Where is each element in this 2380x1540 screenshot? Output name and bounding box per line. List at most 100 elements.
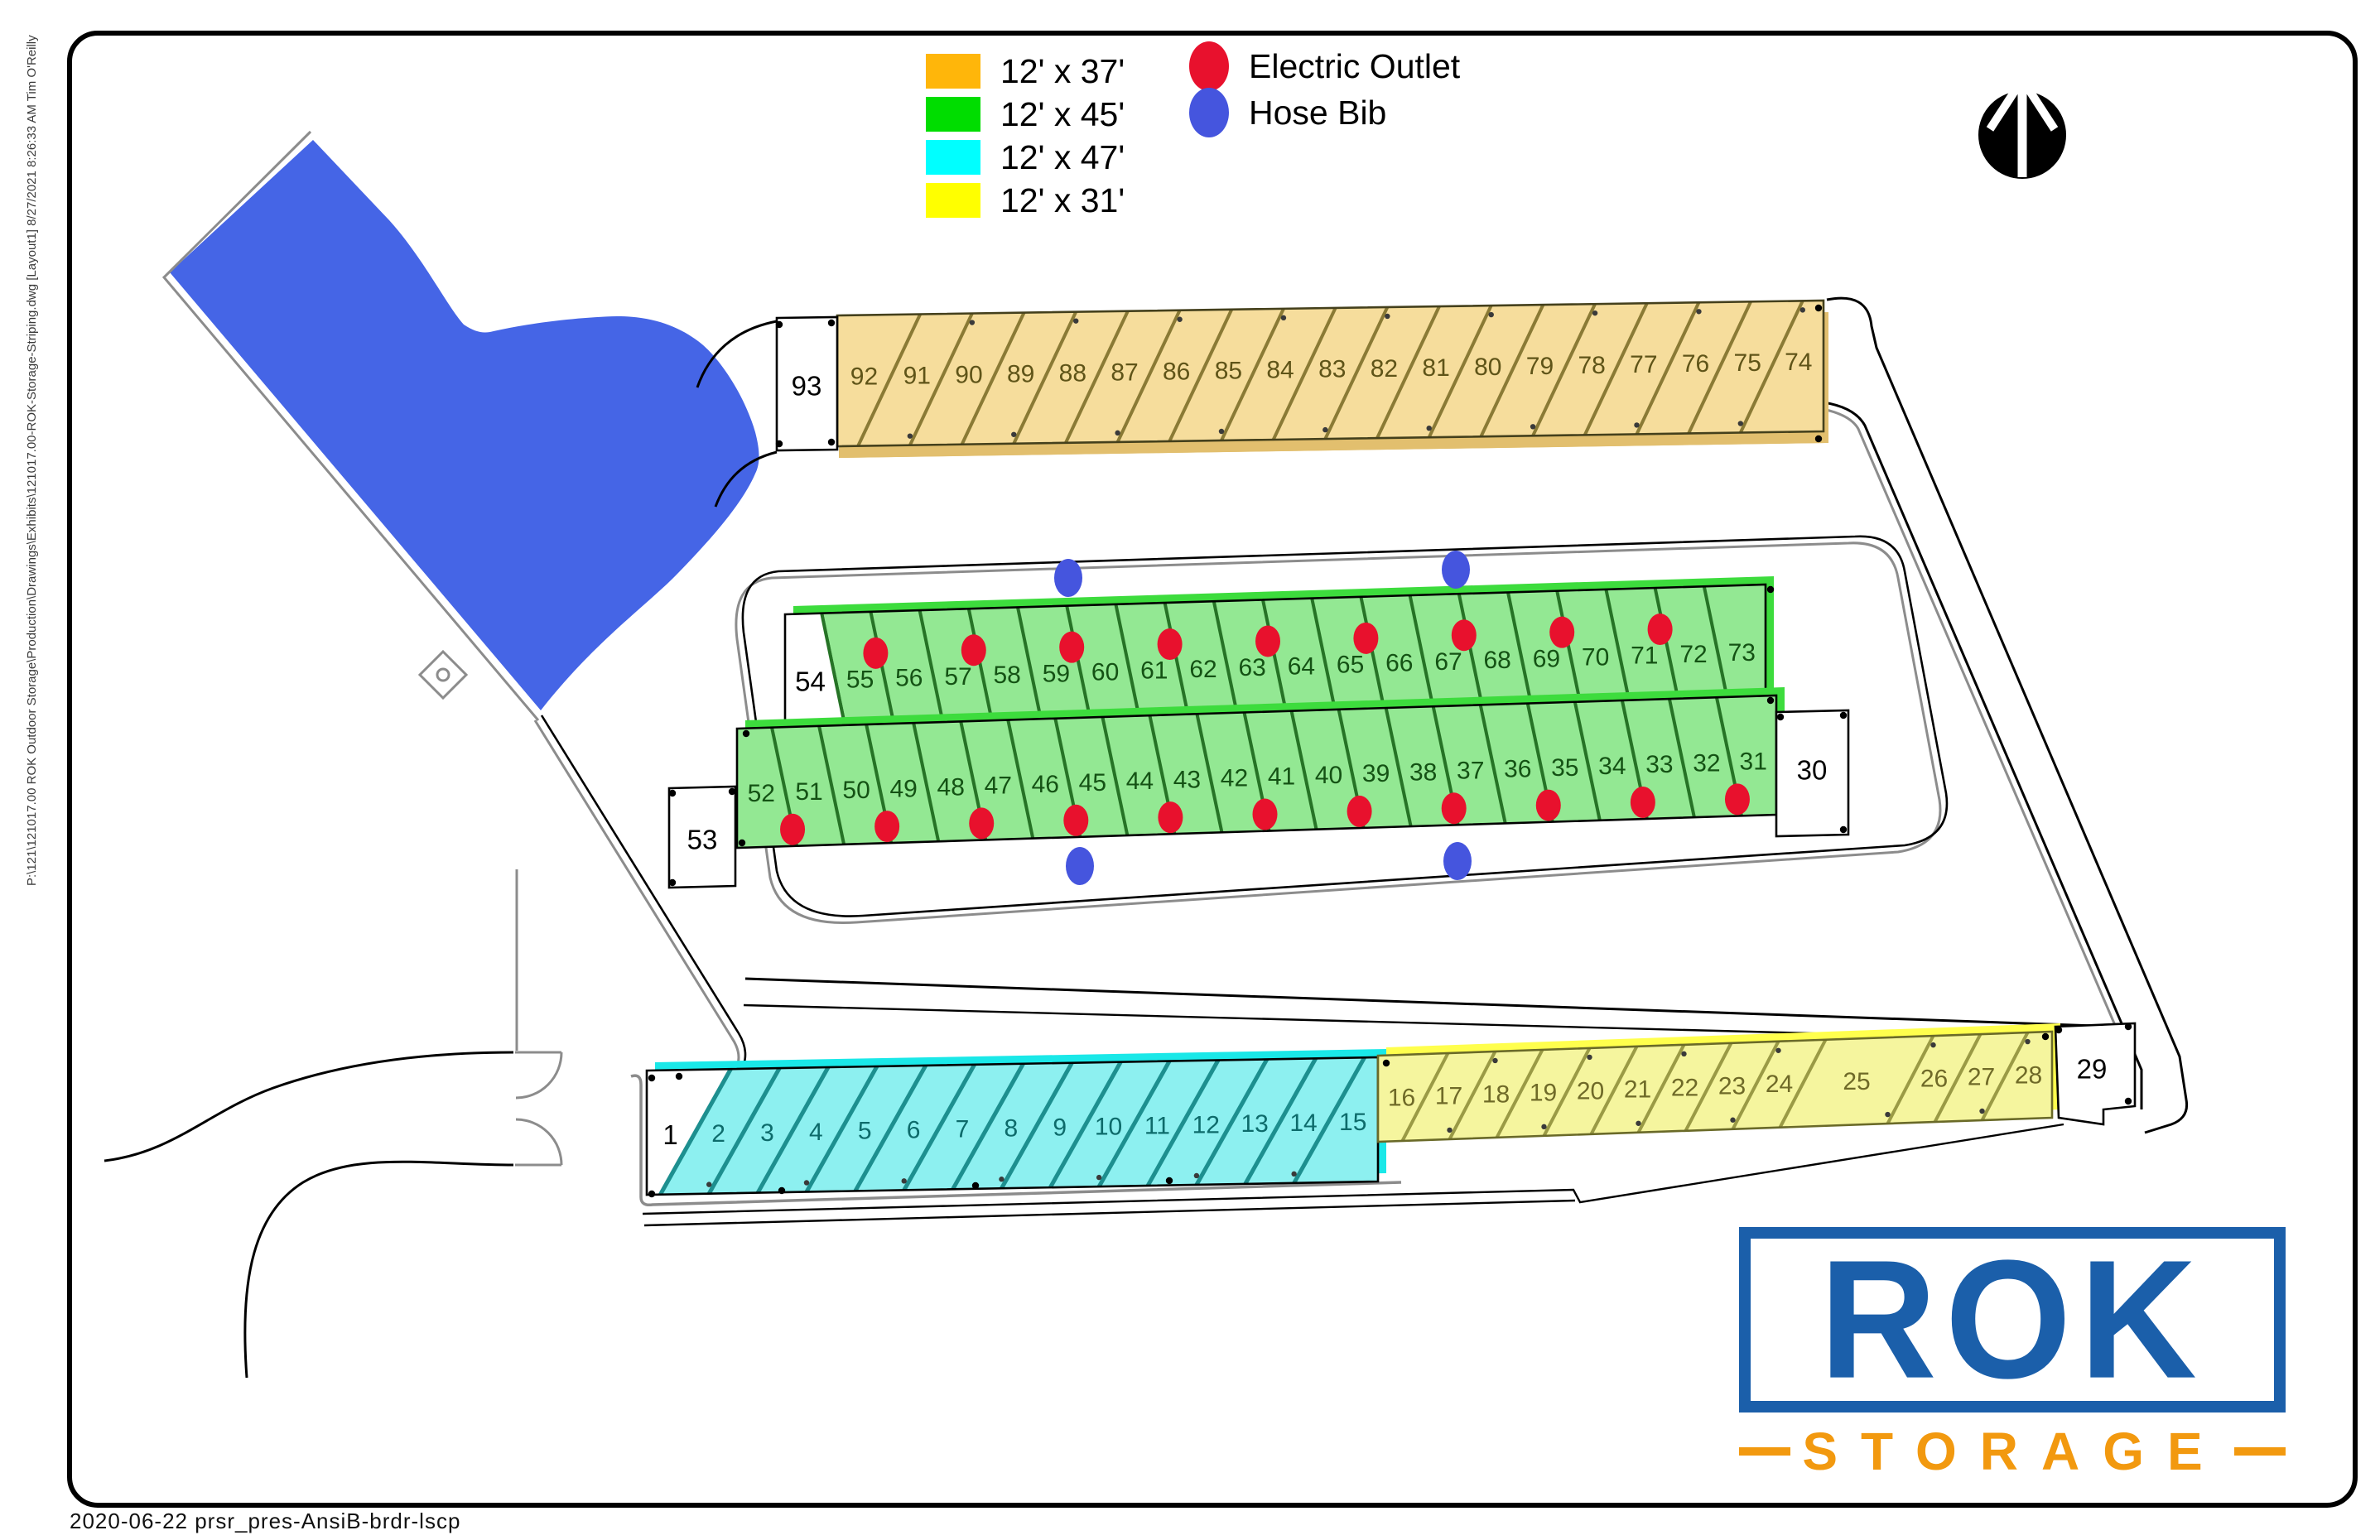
legend-label: Hose Bib bbox=[1249, 93, 1387, 132]
space-label-3: 3 bbox=[760, 1119, 774, 1147]
space-label-8: 8 bbox=[1004, 1115, 1018, 1143]
electric-outlet-dot bbox=[1059, 631, 1085, 663]
logo-subtitle-row: STORAGE bbox=[1739, 1421, 2286, 1482]
legend-swatch-yellow bbox=[926, 183, 980, 218]
space-divider bbox=[1687, 301, 1752, 435]
legend-item-size-47: 12' x 47' bbox=[926, 138, 1125, 176]
space-label-57: 57 bbox=[944, 663, 971, 691]
legend-label: 12' x 45' bbox=[1000, 94, 1125, 133]
survey-dot bbox=[1592, 310, 1598, 316]
space-label-14: 14 bbox=[1289, 1109, 1317, 1137]
space-label-15: 15 bbox=[1339, 1109, 1366, 1136]
space-box-93: 93 bbox=[775, 315, 839, 452]
south-boundary-road-2 bbox=[643, 1199, 1576, 1227]
north-arrow-head-left bbox=[1986, 77, 2026, 132]
space-label-13: 13 bbox=[1241, 1110, 1268, 1138]
survey-dot bbox=[1737, 421, 1744, 426]
survey-dot bbox=[1073, 318, 1079, 324]
survey-dot bbox=[706, 1181, 712, 1187]
space-divider bbox=[1220, 308, 1285, 441]
space-label-72: 72 bbox=[1679, 641, 1707, 668]
legend-label: 12' x 37' bbox=[1000, 51, 1125, 90]
bottom-road-north-edge bbox=[744, 977, 2121, 1028]
space-label-33: 33 bbox=[1645, 751, 1673, 778]
electric-outlet-dot bbox=[1353, 622, 1379, 654]
space-label-71: 71 bbox=[1631, 642, 1658, 670]
entrance-road-south-edge bbox=[243, 1160, 514, 1379]
space-divider bbox=[1555, 590, 1584, 712]
space-divider bbox=[1457, 593, 1486, 715]
space-box-29-outline bbox=[2054, 1022, 2137, 1126]
space-divider bbox=[1731, 1040, 1780, 1130]
electric-outlet-dot bbox=[1157, 628, 1183, 661]
space-label-66: 66 bbox=[1385, 650, 1413, 677]
northwest-road-edge-lower bbox=[714, 450, 778, 508]
legend-item-hose-bib: Hose Bib bbox=[1189, 88, 1387, 137]
electric-outlet-dot bbox=[1647, 614, 1673, 646]
space-divider bbox=[1261, 599, 1289, 720]
electric-outlet-dot bbox=[1451, 619, 1477, 652]
space-label-67: 67 bbox=[1434, 648, 1462, 676]
space-divider bbox=[1702, 585, 1731, 707]
space-label-39: 39 bbox=[1362, 760, 1390, 787]
space-divider bbox=[1448, 1051, 1497, 1140]
electric-outlet-dot bbox=[1347, 795, 1372, 827]
space-box-93-outline bbox=[775, 315, 839, 452]
space-label-88: 88 bbox=[1059, 359, 1086, 387]
space-box-29-label: 29 bbox=[2077, 1054, 2108, 1085]
survey-dot bbox=[738, 839, 746, 847]
survey-dot bbox=[1930, 1042, 1936, 1048]
space-divider bbox=[1573, 701, 1602, 821]
space-divider bbox=[1168, 308, 1234, 442]
space-label-40: 40 bbox=[1315, 762, 1342, 789]
survey-dot bbox=[1885, 1111, 1891, 1118]
space-divider bbox=[960, 311, 1026, 445]
survey-dot bbox=[1587, 1054, 1592, 1061]
space-label-92: 92 bbox=[850, 363, 878, 390]
space-label-81: 81 bbox=[1422, 354, 1449, 382]
electric-outlet-dot bbox=[1630, 786, 1655, 818]
space-divider bbox=[1589, 1045, 1639, 1135]
legend-label: 12' x 31' bbox=[1000, 180, 1125, 219]
west-boundary-gray bbox=[533, 719, 740, 1067]
space-label-60: 60 bbox=[1091, 659, 1119, 686]
space-divider bbox=[1667, 698, 1696, 818]
space-label-22: 22 bbox=[1671, 1074, 1698, 1101]
space-divider bbox=[1115, 309, 1182, 443]
space-label-63: 63 bbox=[1239, 654, 1266, 681]
space-divider bbox=[869, 611, 898, 733]
electric-outlet-dot bbox=[961, 634, 986, 667]
space-label-18: 18 bbox=[1482, 1080, 1510, 1108]
electric-outlet-dot bbox=[1535, 789, 1561, 821]
space-label-75: 75 bbox=[1734, 349, 1761, 377]
legend-swatch-orange bbox=[926, 54, 980, 89]
space-divider bbox=[908, 312, 974, 446]
space-divider bbox=[1065, 605, 1094, 727]
row-outline-cyan bbox=[645, 1056, 1380, 1196]
space-divider bbox=[853, 1064, 928, 1192]
space-label-24: 24 bbox=[1766, 1071, 1793, 1098]
space-label-1: 1 bbox=[662, 1119, 677, 1150]
space-label-46: 46 bbox=[1032, 771, 1059, 798]
space-label-27: 27 bbox=[1968, 1064, 1995, 1091]
survey-diamond bbox=[417, 649, 469, 700]
pond-shape bbox=[170, 140, 759, 710]
space-divider bbox=[1359, 596, 1388, 718]
space-divider bbox=[1000, 1061, 1074, 1190]
space-divider bbox=[1542, 1047, 1592, 1137]
survey-dot bbox=[742, 729, 750, 738]
space-divider bbox=[804, 1065, 879, 1193]
gate-leaf-top bbox=[515, 1052, 563, 1100]
survey-dot bbox=[803, 1180, 810, 1186]
survey-dot bbox=[1634, 422, 1640, 428]
space-divider bbox=[1506, 592, 1534, 713]
survey-dot bbox=[2055, 1026, 2063, 1034]
space-label-10: 10 bbox=[1095, 1113, 1122, 1140]
space-label-54: 54 bbox=[795, 666, 826, 696]
right-road-east-edge bbox=[1826, 296, 2189, 1134]
logo-title: ROK bbox=[1819, 1225, 2205, 1414]
west-boundary-road bbox=[540, 715, 747, 1070]
space-label-74: 74 bbox=[1785, 349, 1812, 376]
